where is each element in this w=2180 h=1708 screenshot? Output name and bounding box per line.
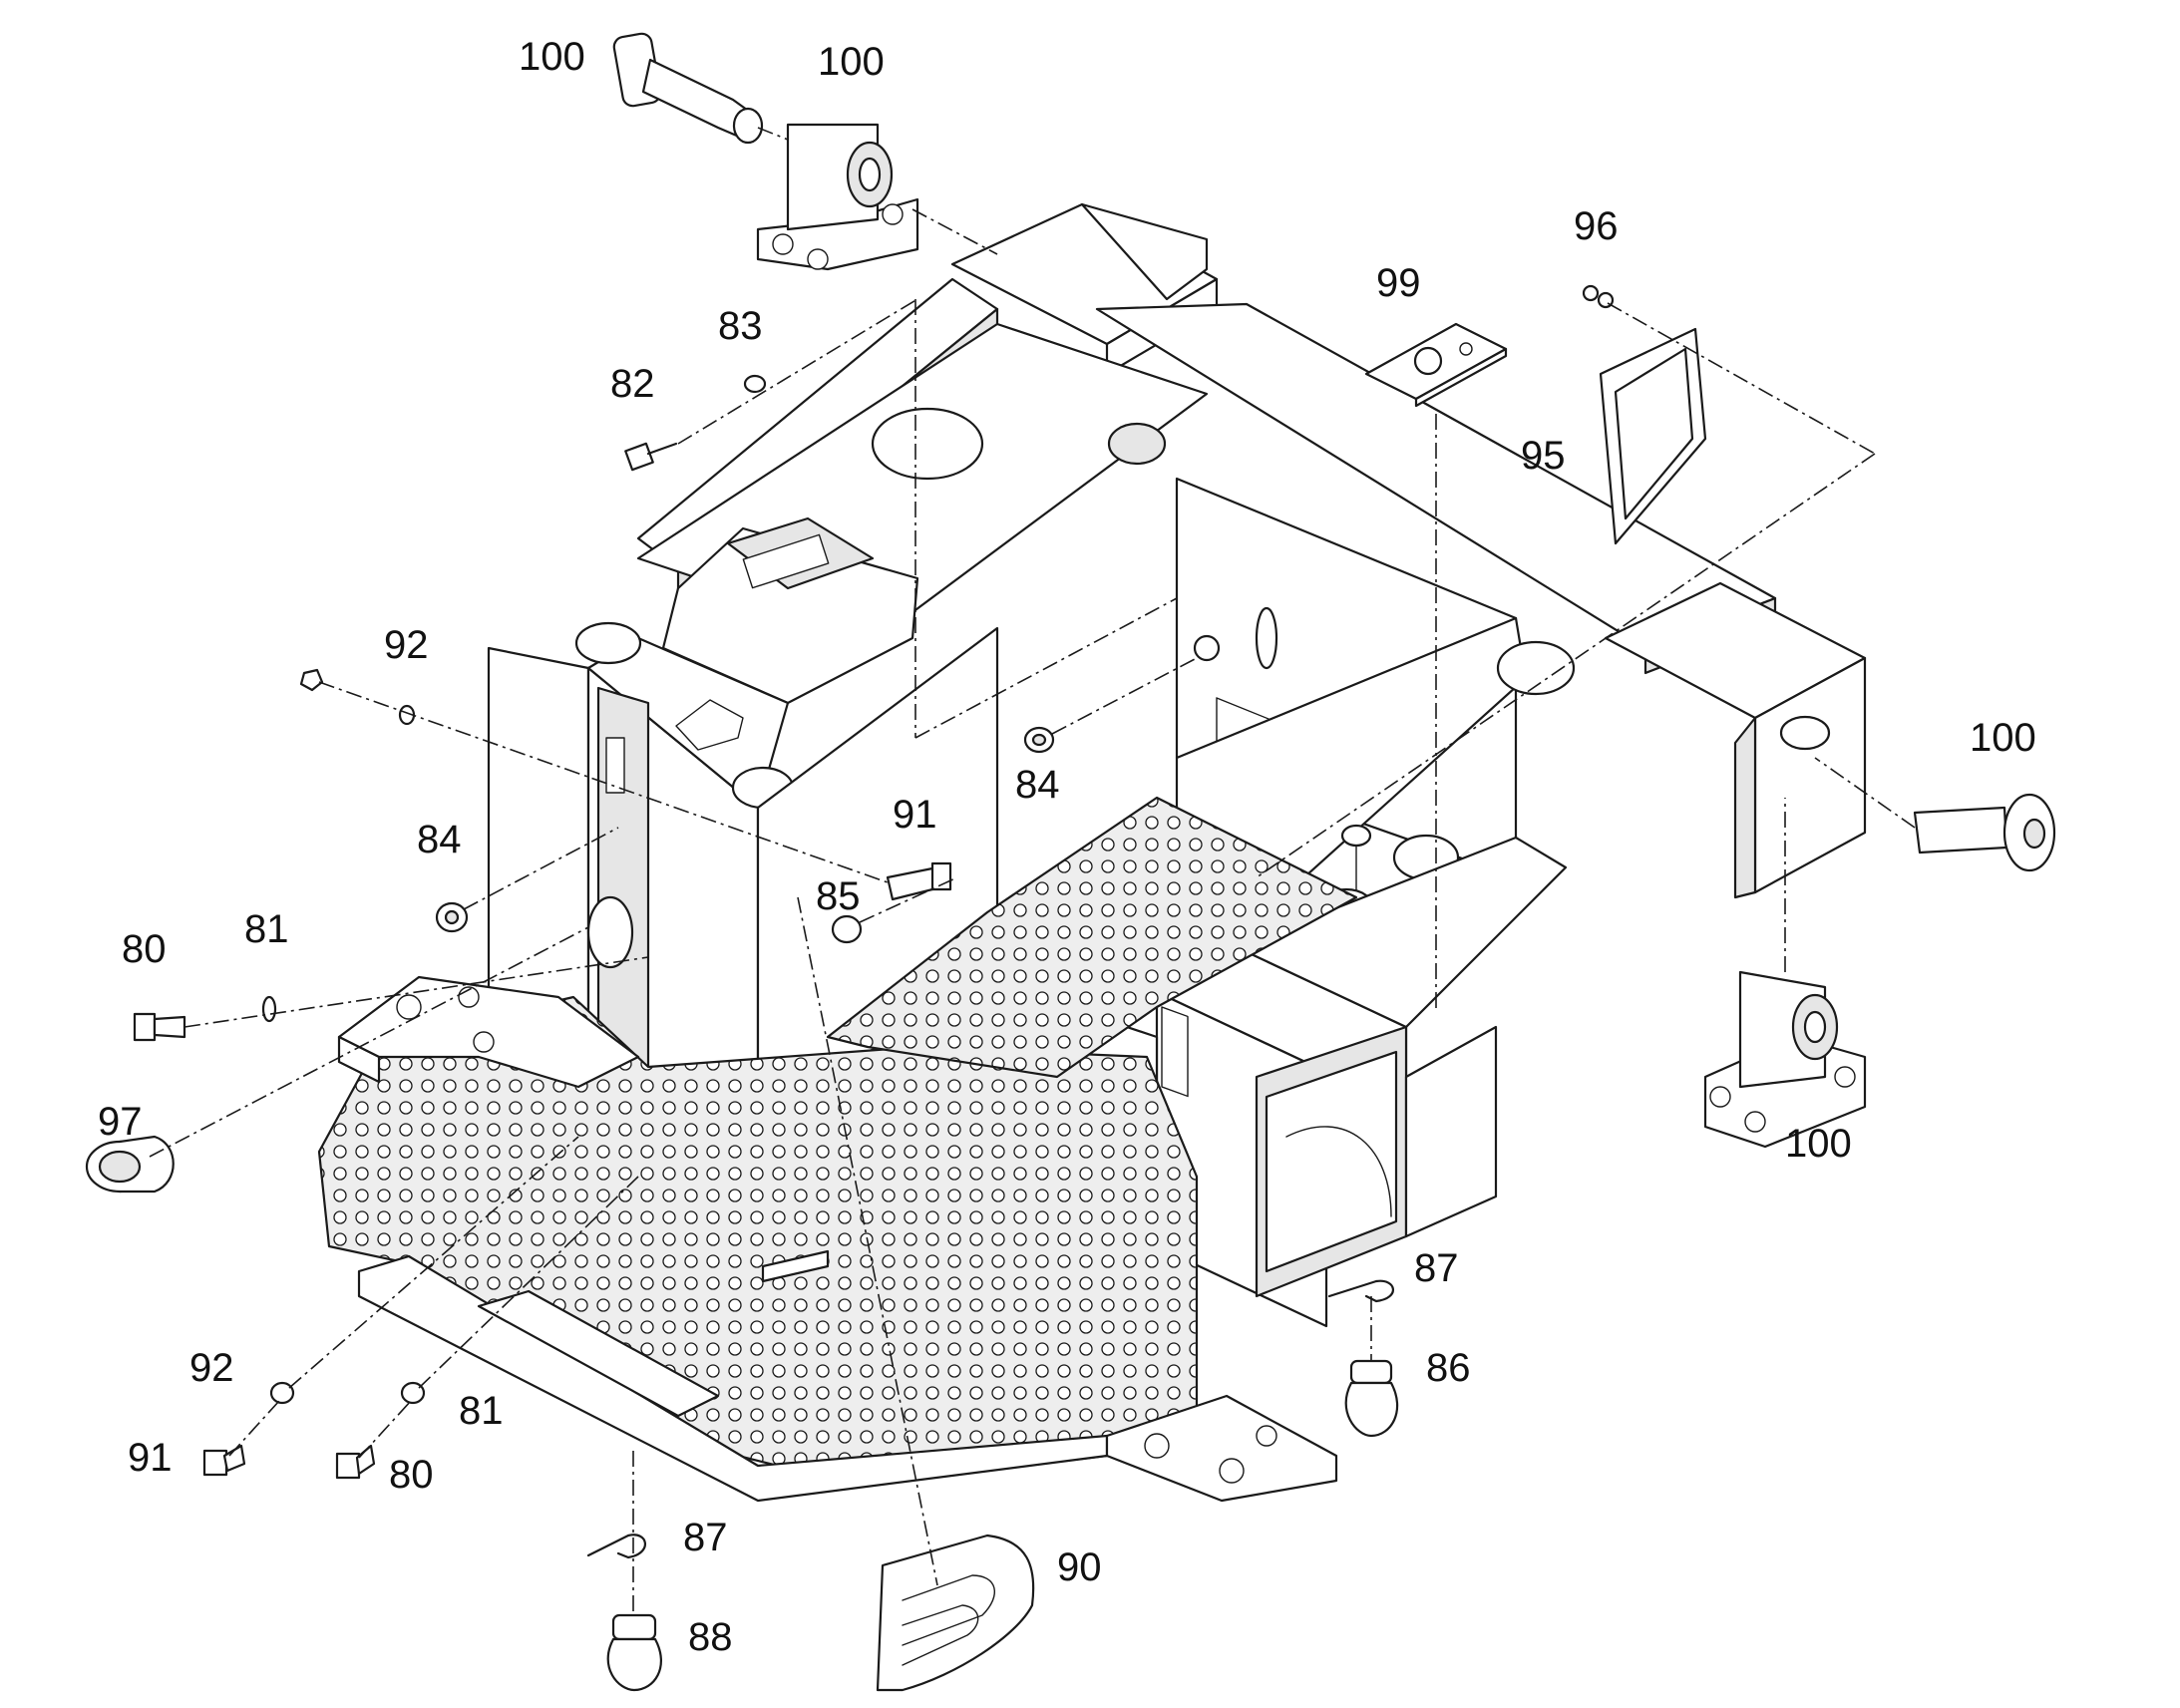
washer-81-lower <box>400 1381 426 1405</box>
callout-100-right: 100 <box>1970 716 2036 760</box>
nut-92-upper <box>299 668 416 726</box>
main-frame <box>317 202 1867 1503</box>
callout-92-lower: 92 <box>189 1346 234 1390</box>
leader-lines <box>149 127 1916 1615</box>
callout-88: 88 <box>688 1615 733 1659</box>
callout-90: 90 <box>1057 1545 1102 1589</box>
callout-83: 83 <box>718 304 763 348</box>
washer-83 <box>743 374 767 394</box>
plate-99 <box>1364 322 1508 408</box>
cap-86 <box>1344 1359 1399 1438</box>
clip-87-lower <box>586 1534 646 1559</box>
callout-87-lower: 87 <box>683 1516 728 1559</box>
callout-84-center: 84 <box>1015 763 1060 807</box>
callout-81-left: 81 <box>244 907 289 951</box>
callout-96: 96 <box>1574 204 1619 248</box>
callout-84-left: 84 <box>417 818 462 861</box>
callout-87-right: 87 <box>1414 1246 1459 1290</box>
callout-80-left: 80 <box>122 927 167 971</box>
clip-87-right <box>1327 1279 1394 1303</box>
pin-100-top-left <box>612 32 764 145</box>
bolt-91-upper <box>886 861 952 901</box>
callout-86: 86 <box>1426 1346 1471 1390</box>
grommet-84-center <box>1023 726 1055 754</box>
bracket-100-right <box>1703 970 1867 1149</box>
cap-88 <box>606 1613 662 1692</box>
callout-100-bracket-right: 100 <box>1785 1122 1852 1166</box>
callout-100-top-bracket: 100 <box>818 40 885 84</box>
callout-labels: 100 100 96 99 83 82 95 92 100 84 91 84 8… <box>98 35 2036 1659</box>
callout-92-upper: 92 <box>384 623 429 667</box>
screws-96 <box>1582 284 1615 309</box>
bolt-80-lower <box>335 1444 376 1480</box>
callout-100-top-left: 100 <box>519 35 585 79</box>
callout-85: 85 <box>816 874 861 918</box>
callout-91-lower: 91 <box>128 1436 173 1480</box>
washer-81-left <box>261 995 277 1023</box>
callout-95: 95 <box>1521 434 1566 478</box>
nut-85 <box>831 914 863 944</box>
bracket-100-top <box>756 123 919 271</box>
callout-97: 97 <box>98 1100 143 1144</box>
callout-91-upper: 91 <box>893 793 937 837</box>
bolt-80-left <box>133 1012 186 1042</box>
cover-plate-95 <box>1599 327 1707 545</box>
callout-80-lower: 80 <box>389 1453 434 1497</box>
callout-99: 99 <box>1376 261 1421 305</box>
pin-100-right <box>1913 793 2056 872</box>
callout-81-lower: 81 <box>459 1389 504 1433</box>
bolt-82 <box>624 442 678 472</box>
bushing-97 <box>85 1135 175 1194</box>
grommet-84-left <box>435 901 469 933</box>
bolt-91-lower <box>202 1444 246 1477</box>
step-pad-90 <box>876 1534 1035 1692</box>
callout-82: 82 <box>610 362 655 406</box>
washer-92-lower <box>269 1381 295 1405</box>
